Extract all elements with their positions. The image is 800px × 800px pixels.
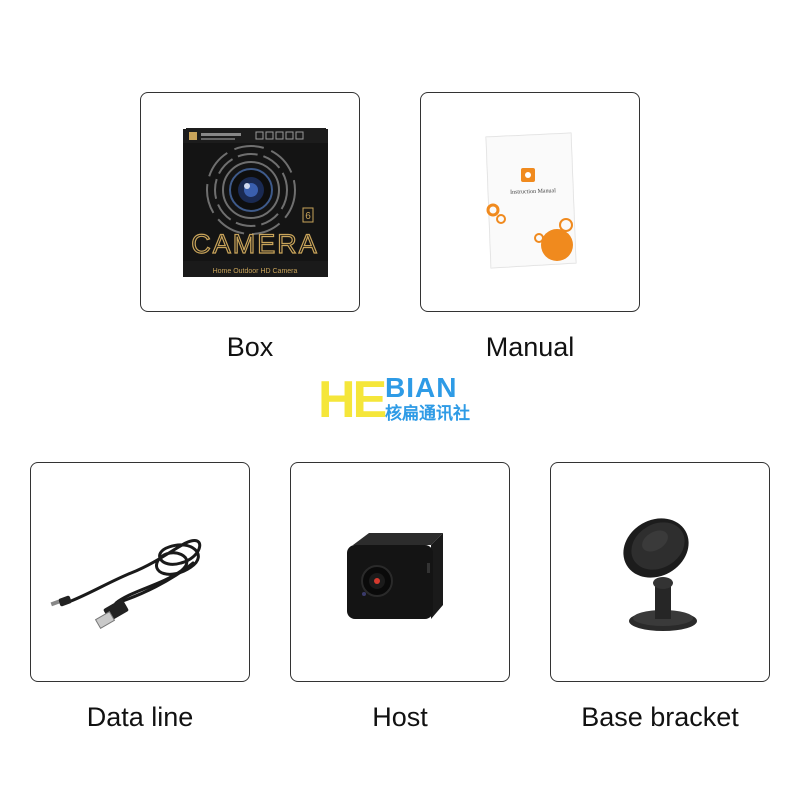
product-card-manual: Instruction Manual [420, 92, 640, 312]
hebian-watermark-logo: HE BIAN 核扁通讯社 [318, 372, 488, 428]
watermark-bian: BIAN [385, 372, 458, 403]
instruction-manual-image: Instruction Manual [485, 132, 577, 269]
usb-cable-image [50, 539, 202, 630]
product-card-base-bracket [550, 462, 770, 682]
product-card-box: 6 CAMERA Home Outdoor HD Camera [140, 92, 360, 312]
watermark-he: HE [318, 371, 387, 429]
item-label-manual: Manual [485, 332, 575, 362]
box-brand-word: CAMERA [191, 229, 319, 259]
watermark-chinese: 核扁通讯社 [385, 404, 470, 424]
product-card-data-line [30, 462, 250, 682]
item-label-data-line: Data line [86, 702, 194, 732]
item-label-base-bracket: Base bracket [581, 702, 739, 732]
item-label-host: Host [372, 702, 428, 732]
camera-box-image: 6 CAMERA Home Outdoor HD Camera [183, 128, 328, 277]
item-label-box: Box [226, 332, 274, 362]
camera-host-image [347, 533, 443, 619]
magnetic-bracket-image [623, 518, 697, 631]
box-subtitle: Home Outdoor HD Camera [213, 268, 298, 275]
manual-title: Instruction Manual [510, 188, 556, 196]
product-card-host [290, 462, 510, 682]
box-number: 6 [305, 211, 311, 222]
